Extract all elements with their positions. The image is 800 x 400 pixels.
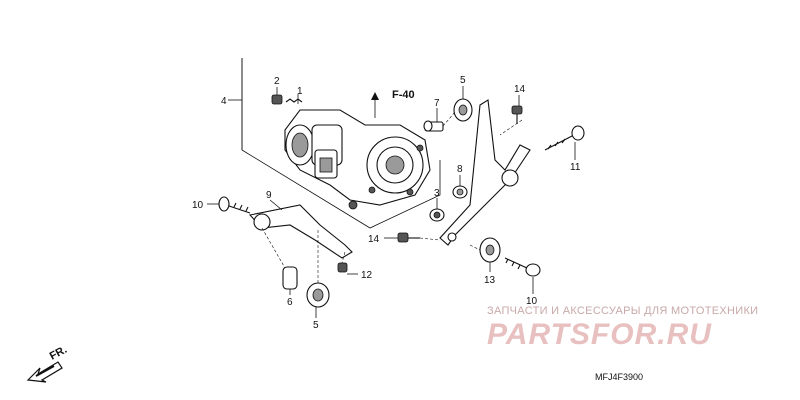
part-9-lower-bracket (248, 204, 353, 259)
front-mark: FR. (48, 344, 69, 363)
part-14-bolt-upper (511, 105, 523, 124)
callout-3: 3 (434, 188, 440, 199)
callout-2: 2 (274, 76, 280, 87)
part-11-bolt (544, 125, 585, 151)
callout-10-left: 10 (192, 200, 204, 211)
callout-10-right: 10 (526, 296, 538, 307)
callout-14-upper: 14 (514, 84, 526, 95)
part-10-bolt-right (504, 257, 541, 277)
part-14-bolt-lower (397, 232, 420, 243)
part-2-nut (271, 94, 283, 105)
part-5-grommet-upper (453, 98, 473, 122)
callout-13: 13 (484, 275, 496, 286)
part-10-bolt-left (218, 196, 251, 214)
callout-1: 1 (297, 86, 303, 97)
assembly-guide-lines (261, 111, 523, 283)
part-8-washer (452, 185, 468, 199)
watermark-logo: PARTSFOR.RU (487, 318, 712, 351)
callout-6: 6 (287, 297, 293, 308)
part-1-spring-screw (285, 98, 303, 103)
callout-11: 11 (570, 162, 581, 173)
drawing-code: MFJ4F3900 (595, 372, 644, 382)
reference-tag: F-40 (392, 89, 415, 101)
part-5-grommet-lower (306, 282, 330, 308)
callout-14-lower: 14 (368, 234, 380, 245)
callout-12: 12 (361, 270, 373, 281)
servo-actuator-assembly (284, 109, 431, 210)
callout-7: 7 (434, 98, 440, 109)
callout-5-lower: 5 (313, 320, 319, 331)
callout-9: 9 (266, 190, 272, 201)
part-12-screw (337, 262, 348, 273)
part-6-collar (282, 266, 298, 290)
watermark-subtitle: ЗАПЧАСТИ И АКСЕССУАРЫ ДЛЯ МОТОТЕХНИКИ (487, 305, 759, 317)
callout-8: 8 (457, 164, 463, 175)
callout-5-upper: 5 (460, 75, 466, 86)
front-direction-arrow-icon (26, 361, 63, 383)
part-7-collar-bolt (423, 120, 444, 132)
callout-4: 4 (221, 96, 227, 107)
part-13-grommet (479, 237, 501, 263)
right-mounting-bracket (439, 99, 531, 246)
part-3-collar (429, 208, 445, 222)
